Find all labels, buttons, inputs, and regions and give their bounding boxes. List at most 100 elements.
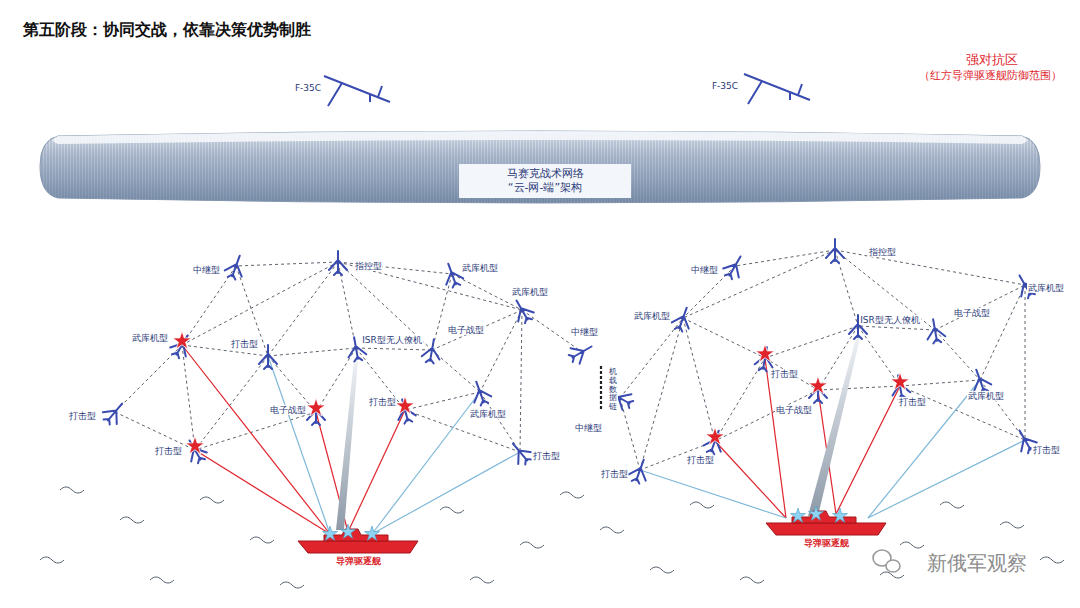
f35c-icons [324,74,810,106]
wave [60,487,84,493]
mesh-link [1025,285,1026,440]
wave [520,542,544,548]
hit-burst [809,376,828,394]
aircraft-label: 中继型 [690,265,719,275]
mesh-link [935,285,1025,330]
wave [1000,522,1024,528]
aircraft-label: 武库机型 [511,287,549,297]
hit-burst [186,436,205,454]
f35c-icon [324,76,390,106]
watermark-icon [873,550,900,572]
aircraft-label: 打击型 [230,339,259,349]
aircraft-label: 打击型 [68,411,97,421]
mesh-link [835,250,1025,285]
mesh-link [356,348,405,410]
mesh-link [520,310,522,452]
mesh-link [432,310,522,350]
engagement-line [372,452,520,534]
tactical-mesh [115,250,1025,470]
engagement-line [640,470,786,518]
zone-note: （红方导弹驱逐舰防御范围） [918,70,1063,83]
wave [600,527,624,533]
mesh-link [182,266,236,345]
wave [440,507,464,513]
aircraft-label: 电子战型 [953,308,991,318]
wave [880,572,904,578]
aircraft-label: ISR型无人僚机 [361,335,423,345]
mesh-link [480,310,522,392]
mesh-link [195,412,316,450]
aircraft-label: 打击型 [770,369,799,379]
mesh-link [765,326,858,358]
mesh-link [683,250,835,318]
engagement-line [182,345,330,534]
wave [150,577,174,583]
engagement-line [268,356,330,534]
mesh-link [338,262,432,350]
sea-waves [40,487,1064,588]
mesh-link [195,356,268,450]
hit-burst [756,344,775,362]
hit-burst [706,427,725,445]
aircraft-icon [566,339,596,367]
wave [40,557,64,563]
mesh-link [640,318,683,470]
aircraft-label: 武库机型 [469,409,507,419]
aircraft-icon [468,379,493,408]
wave [200,497,224,503]
mesh-link [268,262,338,356]
engagement-line [765,358,786,518]
wave [470,577,494,583]
aircraft-icon [702,428,727,457]
aircraft-label: 打击型 [532,451,561,461]
aircraft-label: 武库机型 [1027,283,1065,293]
mesh-link [765,358,818,390]
mesh-link [900,380,980,386]
mesh-link [715,358,765,441]
aircraft-icon [826,239,844,263]
mesh-link [268,356,316,412]
mesh-link [935,330,980,380]
aircraft-icon [259,345,277,369]
aircraft-label: 电子战型 [447,325,485,335]
f35c-icon [744,74,810,104]
aircraft-label: 武库机型 [461,263,499,273]
aircraft-icon [100,398,129,428]
aircraft-label: 打击型 [1032,445,1061,455]
wave [560,492,584,498]
wave [940,502,964,508]
aircraft-icons [100,239,1040,485]
destroyer: 导弹驱逐舰 [296,524,420,572]
destroyer-label: 导弹驱逐舰 [764,537,888,550]
destroyer-shape [764,506,888,536]
mesh-link [900,386,1025,440]
aircraft-icon [168,331,196,361]
mesh-link [432,350,480,392]
mesh-link [818,386,900,390]
mesh-link [268,348,356,356]
aircraft-icon [329,251,347,275]
f35c-label: F-35C [294,83,322,93]
aircraft-label: 打击型 [898,397,927,407]
hit-burst [891,372,910,390]
aircraft-label: 武库机型 [131,333,169,343]
aircraft-label: 打击型 [154,446,183,456]
aircraft-label: 电子战型 [269,405,307,415]
destroyer-shape [296,524,420,554]
mesh-link [115,412,195,450]
aircraft-label: 武库机型 [967,391,1005,401]
mesh-link [980,285,1025,380]
aircraft-label: 中继型 [192,265,221,275]
wave [280,582,304,588]
engagement-line [195,450,330,534]
network-band: 马赛克战术网络 “云-网-端”架构 [38,128,1042,208]
mesh-link [858,326,900,386]
isr-beam [808,338,860,516]
isr-beams [336,338,860,530]
engagement-line [868,440,1025,518]
wave [900,542,924,548]
hit-burst [173,331,192,349]
destroyer-label: 导弹驱逐舰 [296,555,420,568]
aircraft-icon [924,318,946,345]
mesh-link [858,326,935,330]
